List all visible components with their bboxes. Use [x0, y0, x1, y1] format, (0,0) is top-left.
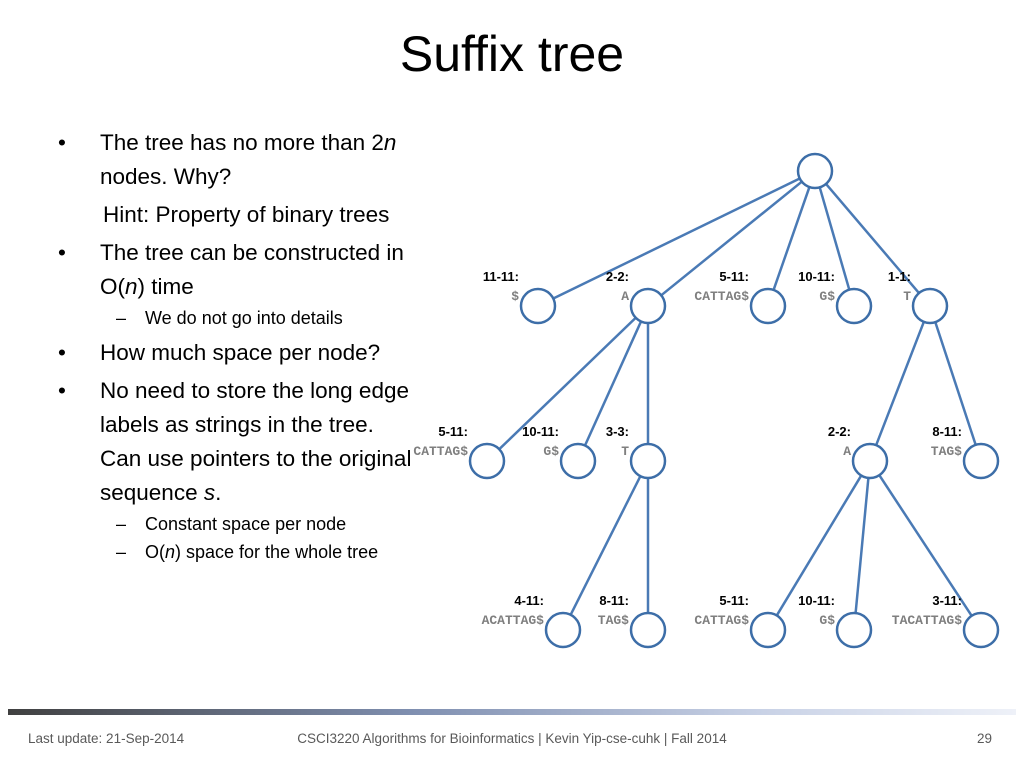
bullet-text: The tree can be constructed in O( [100, 240, 404, 299]
edge-root-n5 [825, 183, 920, 294]
tree-labels: 11-11: $2-2: A 5-11: CATTAG$ 10-11: G$ 1-1: T 5-1… [413, 269, 962, 628]
italic-n: n [125, 274, 138, 299]
edge-n2-n7 [583, 320, 643, 447]
sub-bullet-text: We do not go into details [145, 308, 343, 328]
tree-node-n3 [749, 287, 787, 325]
tree-node-n12 [629, 611, 667, 649]
sub-bullet-constant-space: – Constant space per node [58, 510, 418, 538]
tree-node-n7 [559, 442, 597, 480]
bullet-marker: • [58, 240, 66, 265]
edge-label-position: 3-3: [606, 424, 629, 439]
edge-label-sequence: CATTAG$ [694, 613, 749, 628]
hint-text: Hint: Property of binary trees [103, 202, 390, 227]
tree-node-n5 [911, 287, 949, 325]
edge-label-sequence: ACATTAG$ [482, 613, 545, 628]
edge-n5-n10 [934, 321, 977, 446]
bullet-text: . [215, 480, 222, 505]
edge-root-n1 [552, 177, 801, 300]
slide-title: Suffix tree [399, 26, 625, 82]
footer-last-update: Last update: 21-Sep-2014 [28, 731, 185, 746]
tree-node-root [796, 152, 834, 190]
footer-course: CSCI3220 Algorithms for Bioinformatics |… [297, 731, 727, 746]
bullet-construction: • The tree can be constructed in O(n) ti… [58, 236, 418, 304]
bullet-text: How much space per node? [100, 340, 381, 365]
edge-label-sequence: CATTAG$ [694, 289, 749, 304]
edge-label-sequence: G$ [819, 289, 835, 304]
edge-label-sequence: TAG$ [931, 444, 962, 459]
edge-label-position: 4-11: [514, 593, 544, 608]
suffix-tree-diagram: 11-11: $2-2: A 5-11: CATTAG$ 10-11: G$ 1-1: T 5-1… [413, 152, 1000, 649]
edge-n5-n9 [874, 321, 926, 446]
edge-n2-n6 [498, 316, 637, 451]
tree-node-n13 [749, 611, 787, 649]
tree-node-n11 [544, 611, 582, 649]
tree-node-n10 [962, 442, 1000, 480]
edge-root-n3 [772, 186, 811, 291]
dash-marker: – [116, 514, 127, 534]
sub-bullet-details: – We do not go into details [58, 304, 418, 332]
footer-page-number: 29 [977, 731, 993, 746]
edge-n9-n14 [854, 477, 870, 614]
sub-bullet-whole-tree: – O(n) space for the whole tree [58, 538, 418, 566]
bullet-marker: • [58, 340, 66, 365]
bullet-marker: • [58, 378, 66, 403]
bullet-marker: • [58, 130, 66, 155]
bullet-text: No need to store the long edge labels as… [100, 378, 412, 505]
edge-label-sequence: $ [511, 289, 519, 304]
italic-s: s [203, 480, 216, 505]
tree-node-n8 [629, 442, 667, 480]
sub-bullet-text: O( [145, 542, 165, 562]
tree-node-n2 [629, 287, 667, 325]
sub-bullet-text: ) space for the whole tree [175, 542, 379, 562]
bullet-text: ) time [137, 274, 194, 299]
edge-label-position: 10-11: [798, 269, 835, 284]
edge-label-sequence: T [903, 289, 911, 304]
edge-label-sequence: G$ [543, 444, 559, 459]
edge-label-position: 10-11: [522, 424, 559, 439]
edge-label-position: 2-2: [606, 269, 629, 284]
edge-label-sequence: T [621, 444, 629, 459]
edge-label-position: 5-11: [719, 593, 749, 608]
edge-root-n2 [660, 180, 803, 297]
edge-label-position: 8-11: [599, 593, 629, 608]
bullet-space-per-node: • How much space per node? [58, 336, 418, 370]
edge-label-sequence: A [621, 289, 629, 304]
edge-n8-n11 [569, 475, 642, 616]
edge-label-position: 8-11: [932, 424, 962, 439]
edge-label-position: 11-11: [483, 269, 519, 284]
tree-node-n9 [851, 442, 889, 480]
edge-label-position: 3-11: [932, 593, 962, 608]
sub-bullet-text: Constant space per node [145, 514, 347, 534]
bullet-text: nodes. Why? [100, 164, 232, 189]
edge-n9-n15 [878, 474, 973, 617]
edge-label-sequence: TAG$ [598, 613, 629, 628]
tree-node-n14 [835, 611, 873, 649]
bullet-list: • The tree has no more than 2n nodes. Wh… [58, 126, 418, 566]
edge-label-sequence: A [843, 444, 851, 459]
bullet-pointers: • No need to store the long edge labels … [58, 374, 418, 510]
tree-node-n6 [468, 442, 506, 480]
bullet-text: The tree has no more than 2 [100, 130, 384, 155]
edge-label-position: 10-11: [798, 593, 835, 608]
edge-label-sequence: TACATTAG$ [892, 613, 962, 628]
tree-edges [498, 177, 977, 617]
edge-label-position: 5-11: [438, 424, 468, 439]
dash-marker: – [116, 308, 127, 328]
italic-n: n [165, 542, 176, 562]
dash-marker: – [116, 542, 127, 562]
edge-label-sequence: CATTAG$ [413, 444, 468, 459]
edge-label-sequence: G$ [819, 613, 835, 628]
bullet-node-count: • The tree has no more than 2n nodes. Wh… [58, 126, 418, 194]
tree-node-n15 [962, 611, 1000, 649]
tree-node-n4 [835, 287, 873, 325]
edge-n9-n13 [775, 474, 863, 617]
edge-root-n4 [818, 186, 851, 291]
tree-node-n1 [519, 287, 557, 325]
edge-label-position: 2-2: [828, 424, 851, 439]
italic-n: n [383, 130, 397, 155]
edge-label-position: 1-1: [888, 269, 911, 284]
edge-label-position: 5-11: [719, 269, 749, 284]
tree-nodes [468, 152, 1000, 649]
footer-divider [8, 709, 1016, 715]
